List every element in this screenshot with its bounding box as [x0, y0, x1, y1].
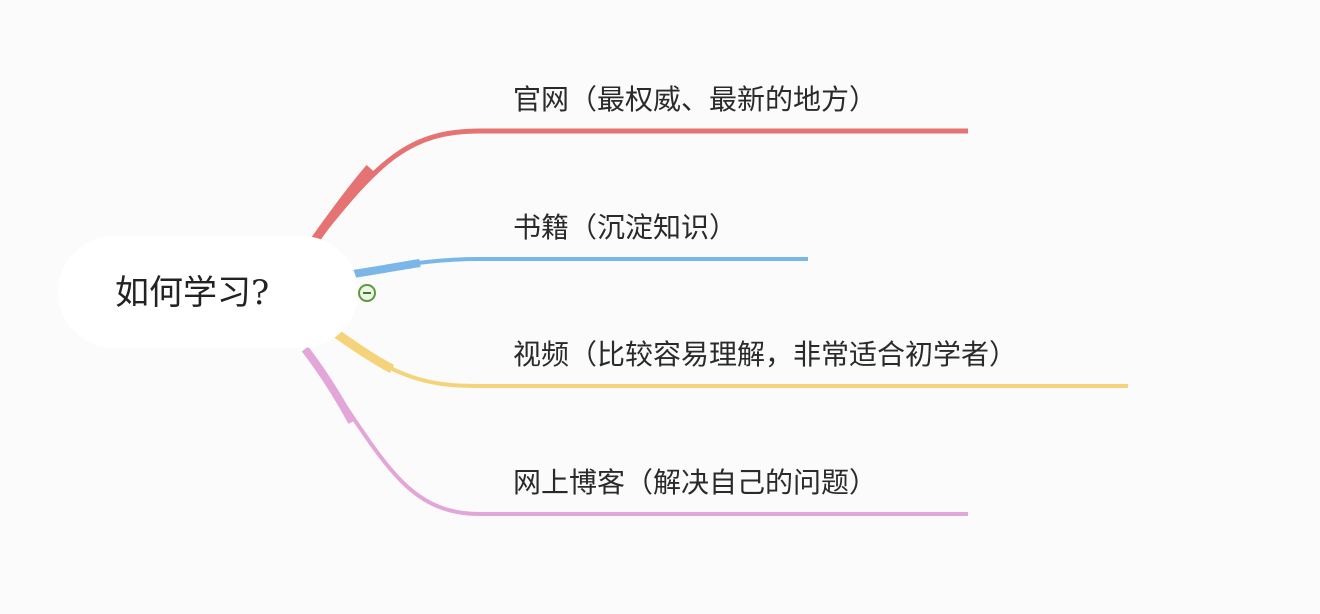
- branch-link-2-root: [334, 330, 395, 373]
- branch-link-1: [353, 257, 808, 275]
- branch-topic-videos[interactable]: 视频（比较容易理解，非常适合初学者）: [513, 338, 1018, 371]
- branch-topic-official-site[interactable]: 官网（最权威、最新的地方）: [513, 83, 878, 116]
- root-node[interactable]: [58, 236, 358, 348]
- branch-link-0-root: [311, 165, 374, 243]
- branch-link-1-root: [352, 259, 421, 278]
- branch-topic-books[interactable]: 书籍（沉淀知识）: [513, 211, 738, 244]
- minus-circle-icon[interactable]: [358, 284, 376, 302]
- root-topic-label: 如何学习?: [115, 273, 270, 313]
- branch-link-3-root: [301, 346, 356, 424]
- branch-topic-blogs[interactable]: 网上博客（解决自己的问题）: [513, 466, 878, 499]
